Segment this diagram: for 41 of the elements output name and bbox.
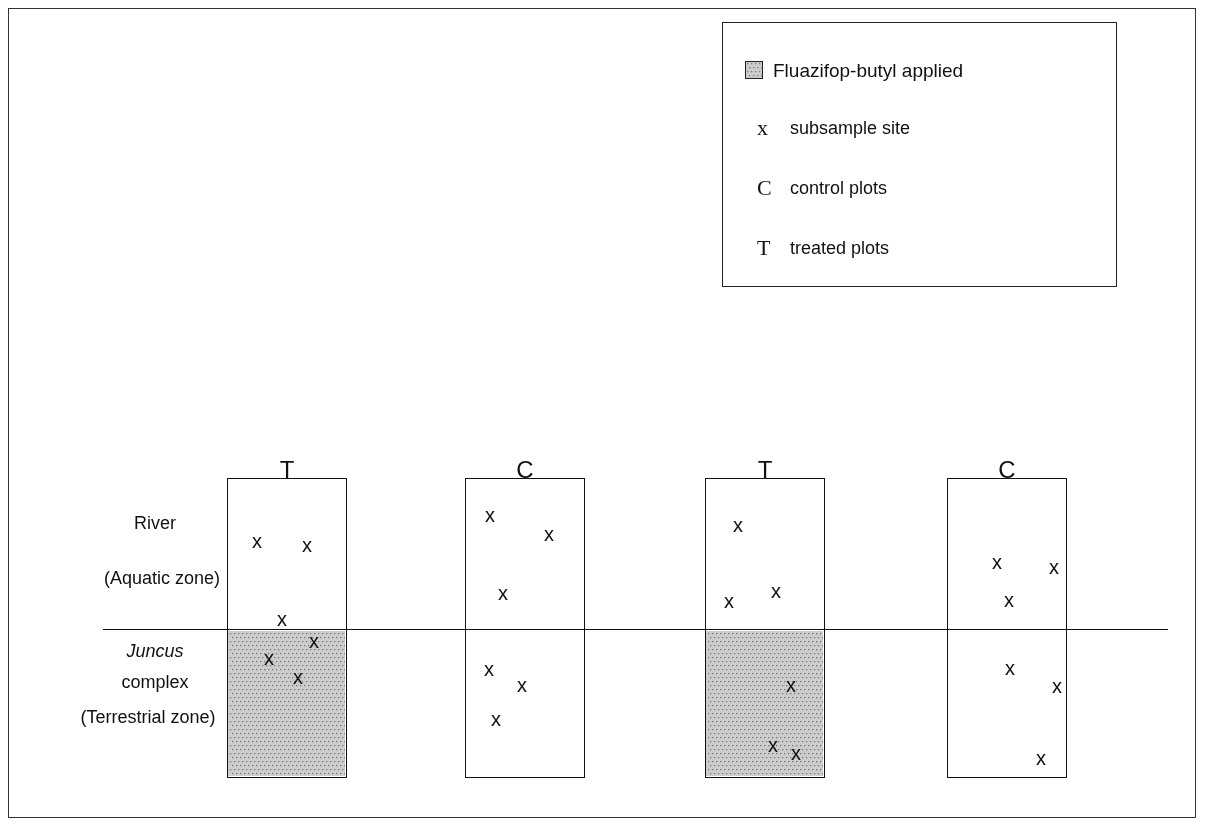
subsample-mark: x <box>491 709 501 729</box>
subsample-mark: x <box>252 531 262 551</box>
legend-symbol: x <box>757 117 768 139</box>
subsample-mark: x <box>1052 676 1062 696</box>
subsample-mark: x <box>309 631 319 651</box>
legend-text: subsample site <box>790 119 911 137</box>
subsample-mark: x <box>1049 557 1059 577</box>
subsample-mark: x <box>724 591 734 611</box>
plot-box <box>705 478 825 778</box>
subsample-mark: x <box>771 581 781 601</box>
legend-text: Fluazifop-butyl applied <box>773 60 964 80</box>
zone-label: Juncus complex <box>120 640 190 694</box>
subsample-mark: x <box>791 743 801 763</box>
subsample-mark: x <box>768 735 778 755</box>
zone-label: River <box>134 514 176 532</box>
subsample-mark: x <box>498 583 508 603</box>
subsample-mark: x <box>517 675 527 695</box>
plot-letter: T <box>279 458 295 482</box>
subsample-mark: x <box>264 648 274 668</box>
plot-letter: C <box>998 458 1016 482</box>
subsample-mark: x <box>786 675 796 695</box>
subsample-mark: x <box>293 667 303 687</box>
legend-text: control plots <box>790 179 888 197</box>
legend-symbol: T <box>757 237 771 259</box>
plot-letter: T <box>757 458 773 482</box>
plot-box <box>227 478 347 778</box>
subsample-mark: x <box>1005 658 1015 678</box>
plot-letter: C <box>516 458 534 482</box>
plot-box <box>465 478 585 778</box>
subsample-mark: x <box>485 505 495 525</box>
plot-box <box>947 478 1067 778</box>
subsample-mark: x <box>1036 748 1046 768</box>
legend-symbol: C <box>757 177 772 199</box>
legend-text: treated plots <box>790 239 890 257</box>
subsample-mark: x <box>1004 590 1014 610</box>
subsample-mark: x <box>277 609 287 629</box>
subsample-mark: x <box>544 524 554 544</box>
subsample-mark: x <box>484 659 494 679</box>
subsample-mark: x <box>733 515 743 535</box>
subsample-mark: x <box>992 552 1002 572</box>
subsample-mark: x <box>302 535 312 555</box>
